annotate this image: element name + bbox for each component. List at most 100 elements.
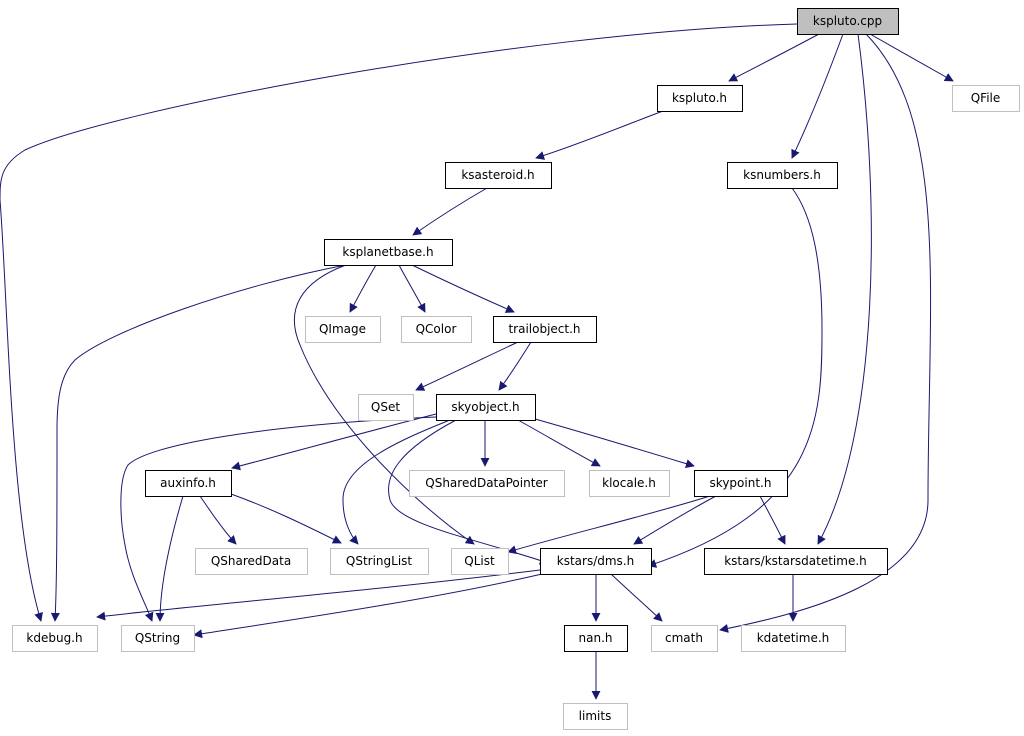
edge-dms-h-to-cmath — [610, 573, 663, 622]
node-box — [451, 548, 509, 575]
node-label: kspluto.cpp — [813, 14, 882, 28]
node-label: auxinfo.h — [160, 476, 216, 490]
node-label: QString — [135, 631, 180, 645]
node-skypoint-h[interactable]: skypoint.h — [694, 470, 788, 497]
edge-skyobject-h-to-skypoint-h — [534, 418, 695, 468]
node-qshareddata: QSharedData — [195, 548, 308, 575]
node-ksplanetbase-h[interactable]: ksplanetbase.h — [324, 239, 453, 266]
node-qshareddatapointer: QSharedDataPointer — [409, 470, 565, 497]
node-box — [741, 625, 846, 652]
edge-kspluto-cpp-to-kdebug-h — [0, 23, 798, 622]
node-box — [589, 470, 670, 497]
node-box — [145, 470, 232, 497]
edge-kspluto-cpp-to-kstarsdatetime-h — [817, 33, 872, 545]
edge-skypoint-h-to-dms-h — [633, 495, 717, 545]
node-box — [657, 85, 743, 112]
node-label: trailobject.h — [508, 322, 580, 336]
node-label: ksplanetbase.h — [342, 245, 433, 259]
edge-trailobject-h-to-qset — [415, 341, 519, 391]
nodes-layer: kspluto.cpp kspluto.h QFile ksasteroid.h ksn… — [12, 8, 1020, 730]
edge-kspluto-cpp-to-cmath — [719, 33, 932, 633]
node-auxinfo-h[interactable]: auxinfo.h — [145, 470, 232, 497]
edge-skyobject-h-to-qstring — [120, 416, 437, 622]
node-box — [651, 625, 718, 652]
node-box — [445, 162, 552, 189]
edge-kspluto-cpp-to-kspluto-h — [728, 33, 820, 82]
node-box — [324, 239, 453, 266]
edge-ksplanetbase-h-to-qcolor — [398, 264, 426, 313]
node-ksnumbers-h[interactable]: ksnumbers.h — [727, 162, 838, 189]
node-qcolor: QColor — [401, 316, 472, 343]
node-box — [727, 162, 838, 189]
node-box — [493, 316, 597, 343]
edge-kspluto-h-to-ksasteroid-h — [535, 110, 664, 160]
edge-ksplanetbase-h-to-qlist — [293, 264, 475, 545]
node-kstarsdatetime-h[interactable]: kstars/kstarsdatetime.h — [704, 548, 888, 575]
node-box — [409, 470, 565, 497]
node-box — [358, 394, 414, 421]
edge-auxinfo-h-to-qshareddata — [199, 495, 237, 545]
edges-layer — [0, 23, 954, 700]
edge-ksplanetbase-h-to-kdebug-h — [50, 264, 347, 622]
edge-ksnumbers-h-to-dms-h — [647, 187, 823, 568]
node-ksasteroid-h[interactable]: ksasteroid.h — [445, 162, 552, 189]
node-box — [540, 548, 652, 575]
node-kspluto-cpp[interactable]: kspluto.cpp — [797, 8, 899, 35]
node-label: QColor — [416, 322, 457, 336]
node-label: cmath — [665, 631, 703, 645]
node-label: QList — [464, 554, 495, 568]
node-box — [704, 548, 888, 575]
node-label: kstars/dms.h — [557, 554, 634, 568]
node-cmath: cmath — [651, 625, 718, 652]
node-label: QImage — [319, 322, 366, 336]
node-qset: QSet — [358, 394, 414, 421]
node-box — [195, 548, 308, 575]
node-skyobject-h[interactable]: skyobject.h — [436, 394, 536, 421]
edge-ksasteroid-h-to-ksplanetbase-h — [412, 187, 488, 236]
node-limits: limits — [563, 703, 628, 730]
node-label: QStringList — [346, 554, 413, 568]
node-label: limits — [579, 709, 612, 723]
edge-skyobject-h-to-klocale-h — [517, 419, 601, 467]
node-label: kspluto.h — [672, 91, 727, 105]
node-qfile: QFile — [952, 85, 1020, 112]
node-label: QFile — [971, 91, 1001, 105]
edge-kspluto-cpp-to-ksnumbers-h — [791, 33, 844, 159]
node-box — [401, 316, 472, 343]
node-box — [694, 470, 788, 497]
node-nan-h[interactable]: nan.h — [564, 625, 628, 652]
node-label: nan.h — [579, 631, 613, 645]
node-box — [797, 8, 899, 35]
edge-ksplanetbase-h-to-trailobject-h — [411, 264, 515, 313]
node-label: skyobject.h — [451, 400, 519, 414]
node-dms-h[interactable]: kstars/dms.h — [540, 548, 652, 575]
node-label: QSharedData — [211, 554, 291, 568]
node-box — [305, 316, 381, 343]
edge-trailobject-h-to-skyobject-h — [498, 341, 532, 391]
node-qlist: QList — [451, 548, 509, 575]
node-label: QSharedDataPointer — [425, 476, 548, 490]
edge-ksplanetbase-h-to-qimage — [349, 264, 377, 313]
node-box — [330, 548, 429, 575]
edge-kspluto-cpp-to-qfile — [869, 33, 954, 82]
node-label: skypoint.h — [710, 476, 772, 490]
edge-dms-h-to-kdebug-h — [96, 569, 541, 621]
node-kspluto-h[interactable]: kspluto.h — [657, 85, 743, 112]
node-klocale-h: klocale.h — [589, 470, 670, 497]
node-qstringlist: QStringList — [330, 548, 429, 575]
node-label: kstars/kstarsdatetime.h — [724, 554, 867, 568]
node-box — [952, 85, 1020, 112]
node-kdebug-h: kdebug.h — [12, 625, 98, 652]
node-label: kdatetime.h — [757, 631, 830, 645]
node-label: ksnumbers.h — [743, 168, 821, 182]
node-trailobject-h[interactable]: trailobject.h — [493, 316, 597, 343]
edge-skypoint-h-to-qlist — [507, 495, 711, 554]
node-box — [564, 625, 628, 652]
edge-skyobject-h-to-auxinfo-h — [231, 413, 437, 471]
edge-auxinfo-h-to-qstring — [155, 495, 184, 622]
node-label: ksasteroid.h — [461, 168, 534, 182]
node-kdatetime-h: kdatetime.h — [741, 625, 846, 652]
edge-skyobject-h-to-dms-h — [388, 419, 549, 565]
node-box — [12, 625, 98, 652]
node-label: kdebug.h — [26, 631, 82, 645]
